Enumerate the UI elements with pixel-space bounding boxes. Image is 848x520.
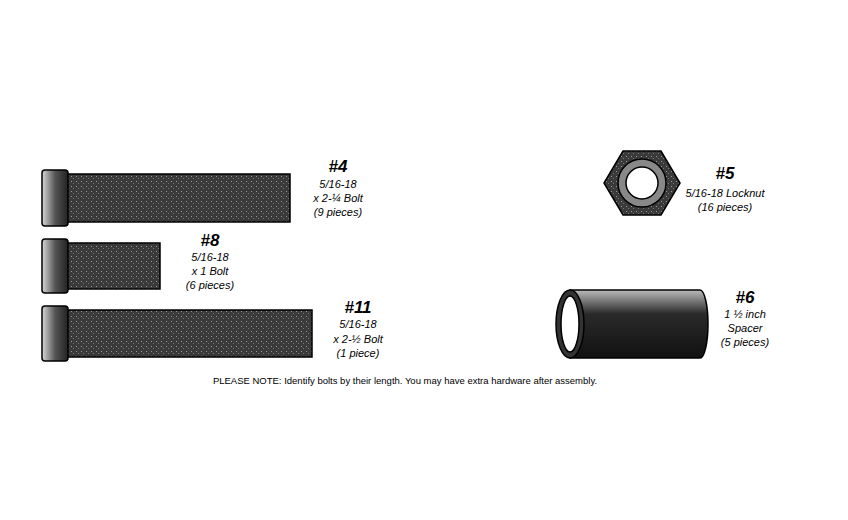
bolt-11 bbox=[42, 306, 312, 361]
callout-number: #6 bbox=[736, 289, 755, 306]
part-spec: (5 pieces) bbox=[721, 337, 769, 348]
bolt-8 bbox=[42, 239, 160, 293]
part-spec: (1 piece) bbox=[337, 348, 380, 359]
part-spec: 5/16-18 bbox=[191, 252, 228, 263]
part-spec: Spacer bbox=[728, 323, 763, 334]
part-spec: 5/16-18 bbox=[339, 319, 376, 330]
part-spec: (6 pieces) bbox=[186, 280, 234, 291]
spacer bbox=[556, 290, 708, 358]
part-spec: 5/16-18 bbox=[319, 179, 356, 190]
part-spec: x 1 Bolt bbox=[192, 266, 229, 277]
callout-number: #11 bbox=[344, 299, 371, 316]
locknut bbox=[604, 151, 680, 215]
part-spec: (16 pieces) bbox=[698, 202, 752, 213]
part-spec: x 2-½ Bolt bbox=[333, 334, 383, 345]
part-spec: 5/16-18 Locknut bbox=[686, 188, 765, 199]
part-spec: (9 pieces) bbox=[314, 207, 362, 218]
bolt-4 bbox=[42, 170, 290, 226]
callout-number: #4 bbox=[329, 158, 348, 175]
part-note: PLEASE NOTE: Identify bolts by their len… bbox=[213, 376, 597, 386]
part-spec: x 2-¼ Bolt bbox=[313, 193, 363, 204]
callout-number: #5 bbox=[716, 165, 735, 182]
callout-number: #8 bbox=[201, 232, 220, 249]
part-spec: 1 ½ inch bbox=[724, 309, 766, 320]
